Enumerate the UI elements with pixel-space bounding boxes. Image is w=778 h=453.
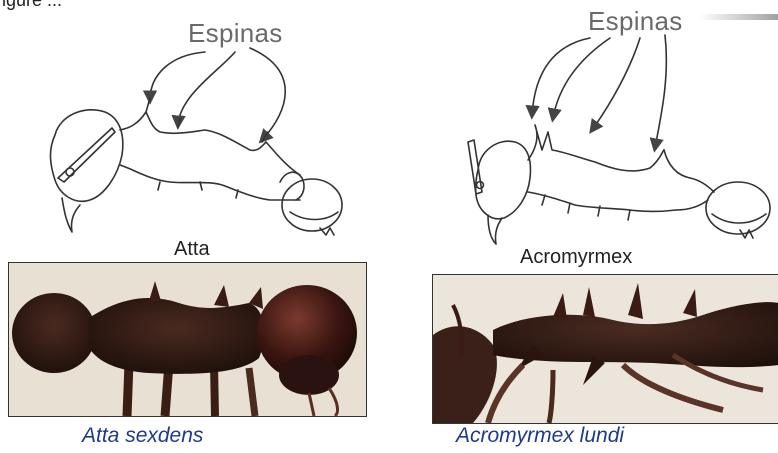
species-label-atta-sexdens: Atta sexdens: [82, 424, 203, 448]
species-label-acromyrmex-lundi: Acromyrmex lundi: [456, 424, 624, 448]
photo-acromyrmex-lundi: [432, 274, 778, 424]
arrow-right-1: [532, 38, 590, 115]
acromyrmex-line-drawing: [0, 0, 778, 255]
ant-photo-atta-sexdens-icon: [9, 263, 366, 416]
genus-label-acromyrmex: Acromyrmex: [520, 246, 632, 269]
ant-photo-acromyrmex-lundi-icon: [433, 275, 778, 423]
photo-atta-sexdens: [8, 262, 367, 417]
arrow-right-3: [592, 38, 640, 130]
arrow-right-4: [655, 35, 666, 148]
